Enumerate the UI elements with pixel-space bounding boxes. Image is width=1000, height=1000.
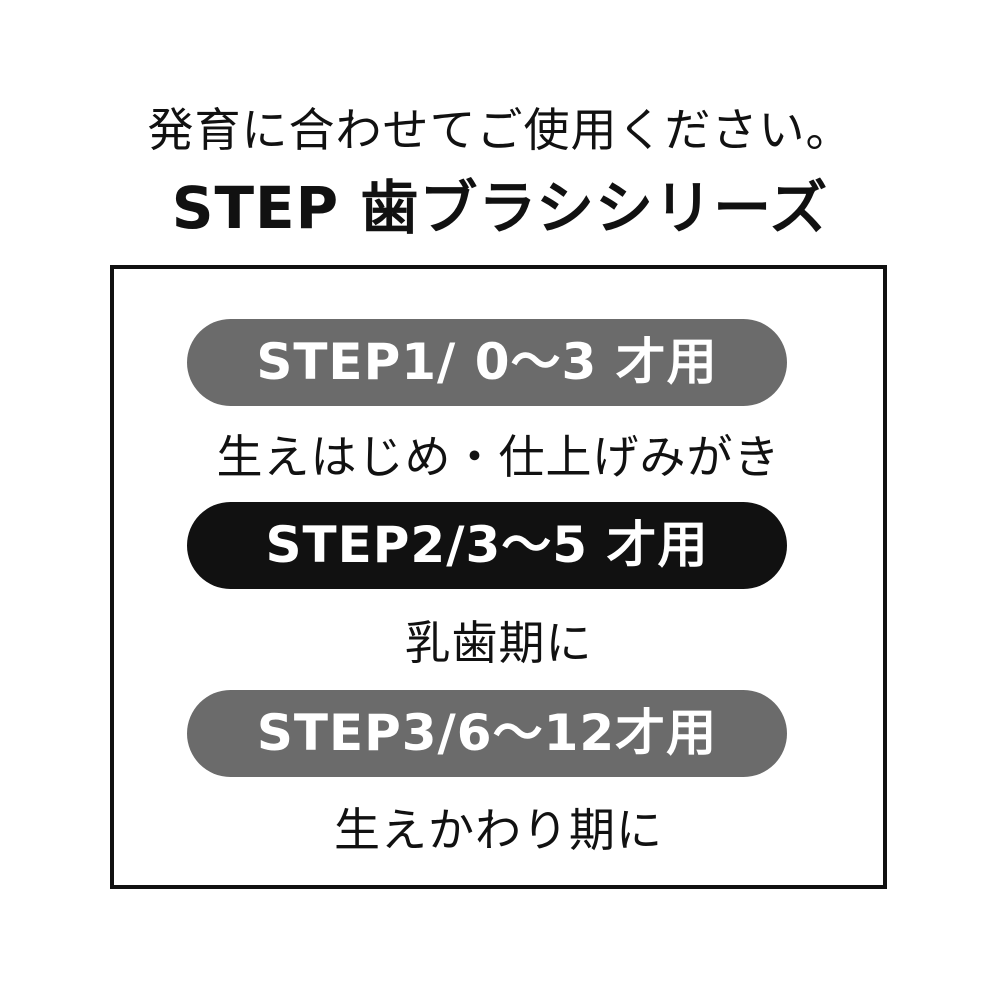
step2-label: STEP2/3〜5 才用 xyxy=(187,502,787,589)
step-list-frame: STEP1/ 0〜3 才用 生えはじめ・仕上げみがき STEP2/3〜5 才用 … xyxy=(110,265,887,889)
step3-label: STEP3/6〜12才用 xyxy=(187,690,787,777)
step2-description: 乳歯期に xyxy=(404,616,593,670)
step1-description: 生えはじめ・仕上げみがき xyxy=(216,430,781,484)
page-title: STEP 歯ブラシシリーズ xyxy=(171,174,829,242)
page-subtitle: 発育に合わせてご使用ください。 xyxy=(147,103,853,157)
step1-label: STEP1/ 0〜3 才用 xyxy=(187,319,787,406)
step3-description: 生えかわり期に xyxy=(334,803,663,857)
